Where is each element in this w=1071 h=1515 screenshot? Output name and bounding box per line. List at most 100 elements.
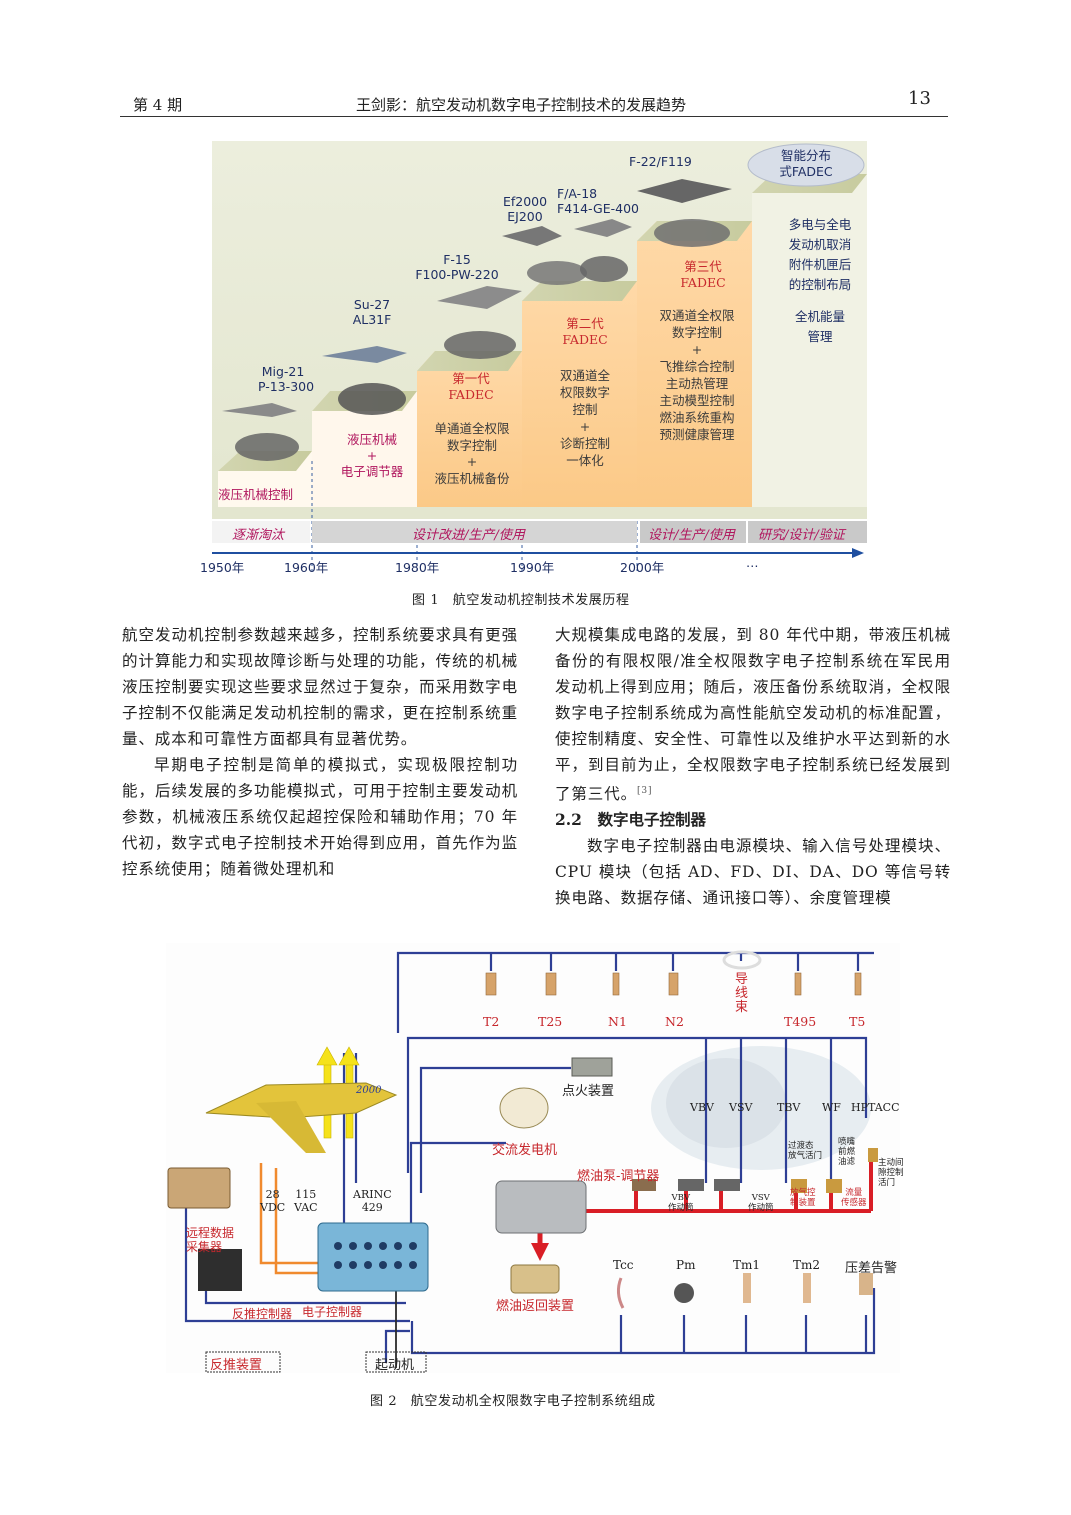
bubble-line: 式FADEC: [779, 164, 833, 179]
stage-title-line: FADEC: [680, 275, 726, 290]
small-label-line: 作动筒: [748, 1203, 774, 1213]
stage6-body: 多电与全电 发动机取消 附件机匣后 的控制布局 全机能量 管理: [768, 215, 872, 347]
power-line: VDC: [260, 1201, 286, 1214]
engine-name: P-13-300: [258, 379, 315, 394]
harness-char: 束: [735, 1000, 749, 1015]
timeline-label: 1980年: [395, 560, 440, 575]
small-label-line: 传感器: [841, 1198, 867, 1208]
stage-line: 电子调节器: [340, 464, 404, 479]
timeline-label: 1950年: [200, 560, 245, 575]
sensor-label-pressure-alarm: 压差告警: [845, 1261, 898, 1276]
timeline-label: …: [746, 555, 759, 570]
figure-2: T2 T25 N1 N2 T495 T5 导 线 束 点火装置 VBV VSV …: [166, 943, 904, 1373]
bubble-intelligent-fadec: 智能分布 式FADEC: [752, 148, 860, 180]
fuel-return-label: 燃油返回装置: [496, 1299, 575, 1314]
status-phase-1: 逐渐淘汰: [232, 528, 285, 543]
stage-line: 数字控制: [671, 325, 722, 340]
status-phase-4: 研究/设计/验证: [758, 528, 845, 543]
small-label-line: 活门: [878, 1178, 896, 1188]
stage5-title: 第三代 FADEC: [666, 259, 740, 291]
bubble-line: 智能分布: [780, 148, 831, 163]
stage4-body: 双通道全 权限数字 控制 + 诊断控制 一体化: [542, 367, 628, 469]
header-rule: [120, 116, 948, 117]
running-header-issue: 第 4 期: [133, 96, 183, 114]
aircraft-label-f15: F-15 F100-PW-220: [412, 252, 502, 282]
small-label-line: 放气控: [790, 1188, 816, 1198]
starter-label: 起动机: [375, 1358, 415, 1373]
stage1-label: 液压机械控制: [218, 487, 294, 502]
stage-line: +: [691, 342, 703, 357]
power-115vac-label: 115 VAC: [294, 1188, 318, 1214]
stage-line: 权限数字: [559, 385, 610, 400]
stage-line: 诊断控制: [559, 436, 610, 451]
label-nozzle-filter: 喷嘴 前燃 油滤: [838, 1137, 855, 1167]
reverser-controller-label: 反推控制器: [232, 1307, 293, 1321]
paragraph: 早期电子控制是简单的模拟式，实现极限控制功能，后续发展的多功能模拟式，可用于控制…: [122, 756, 518, 878]
figure-1-caption: 图 1 航空发动机控制技术发展历程: [412, 593, 630, 608]
small-label-line: 制装置: [790, 1198, 816, 1208]
stage-line: 管理: [807, 329, 833, 344]
section-title: 数字电子控制器: [597, 811, 706, 830]
sensor-label-pm: Pm: [676, 1258, 696, 1272]
sensor-label-t25: T25: [538, 1014, 563, 1029]
figure-2-system-diagram: [166, 943, 900, 1373]
stage-title-line: 第二代: [566, 316, 604, 331]
figure-2-caption: 图 2 航空发动机全权限数字电子控制系统组成: [370, 1394, 656, 1409]
stage-line: +: [579, 419, 591, 434]
citation: [3]: [637, 786, 653, 796]
engine-name: F100-PW-220: [415, 267, 499, 282]
small-label-line: VBV: [671, 1193, 691, 1203]
figure-1: Mig-21 P-13-300 Su-27 AL31F F-15 F100-PW…: [200, 141, 867, 581]
sensor-label-t2: T2: [483, 1014, 500, 1029]
aircraft-name: Su-27: [353, 297, 391, 312]
aircraft-name: Ef2000: [502, 194, 548, 209]
small-label-line: 油滤: [838, 1157, 856, 1167]
engine-name: EJ200: [507, 209, 543, 224]
power-line: 115: [295, 1188, 317, 1201]
bus-line: 429: [361, 1201, 383, 1214]
stage-line: 双通道全: [559, 368, 610, 383]
ecu-label: 电子控制器: [302, 1305, 363, 1319]
power-28vdc-label: 28 VDC: [260, 1188, 285, 1214]
stage-line: 数字控制: [446, 437, 497, 453]
sensor-label-n1: N1: [608, 1014, 627, 1029]
harness-char: 线: [735, 986, 749, 1001]
stage-title-line: 第一代: [452, 371, 490, 386]
fuel-pump-label: 燃油泵-调节器: [577, 1169, 660, 1184]
aircraft-name: F/A-18: [557, 186, 598, 201]
stage-line: 燃油系统重构: [659, 410, 735, 425]
remote-daq-label: 远程数据 采集器: [186, 1226, 234, 1254]
stage-line: 液压机械: [346, 432, 397, 447]
stage-line: +: [466, 454, 478, 469]
timeline-label: 2000年: [620, 560, 665, 575]
aircraft-name: Mig-21: [261, 364, 305, 379]
engine-label-wf: WF: [822, 1101, 841, 1114]
stage-line: 主动热管理: [665, 376, 729, 391]
small-label-line: 流量: [845, 1188, 863, 1198]
bus-line: ARINC: [353, 1188, 392, 1201]
small-label-line: 放气活门: [788, 1151, 823, 1161]
stage-line: [768, 295, 872, 307]
stage-line: 一体化: [566, 453, 604, 468]
label-vbv-actuator: VBV 作动筒: [668, 1193, 694, 1213]
arinc-429-label: ARINC 429: [353, 1188, 392, 1214]
engine-label-tbv: TBV: [777, 1101, 801, 1114]
section-number: 2.2: [555, 810, 582, 830]
stage-line: 飞推综合控制: [659, 359, 735, 374]
engine-name: AL31F: [352, 312, 392, 327]
power-line: VAC: [294, 1201, 318, 1214]
page-number: 13: [908, 88, 931, 109]
label-active-clearance-valve: 主动间 隙控制 活门: [878, 1158, 904, 1188]
engine-label-hptacc: HPTACC: [851, 1101, 900, 1114]
stage-line: 预测健康管理: [659, 427, 735, 442]
label-transient-bleed-valve: 过渡态 放气活门: [788, 1141, 822, 1161]
engine-name: F414-GE-400: [557, 201, 639, 216]
engine-label-vbv: VBV: [690, 1101, 714, 1114]
figure-1-staircase: [212, 141, 867, 571]
stage-line: 全机能量: [794, 309, 845, 324]
stage-title-line: 第三代: [684, 259, 722, 274]
status-phase-2: 设计改进/生产/使用: [412, 528, 525, 543]
stage-line: 双通道全权限: [659, 308, 735, 323]
body-column-right: 大规模集成电路的发展，到 80 年代中期，带液压机械备份的有限权限/准全权限数字…: [555, 622, 951, 911]
remote-line: 远程数据: [186, 1226, 235, 1240]
